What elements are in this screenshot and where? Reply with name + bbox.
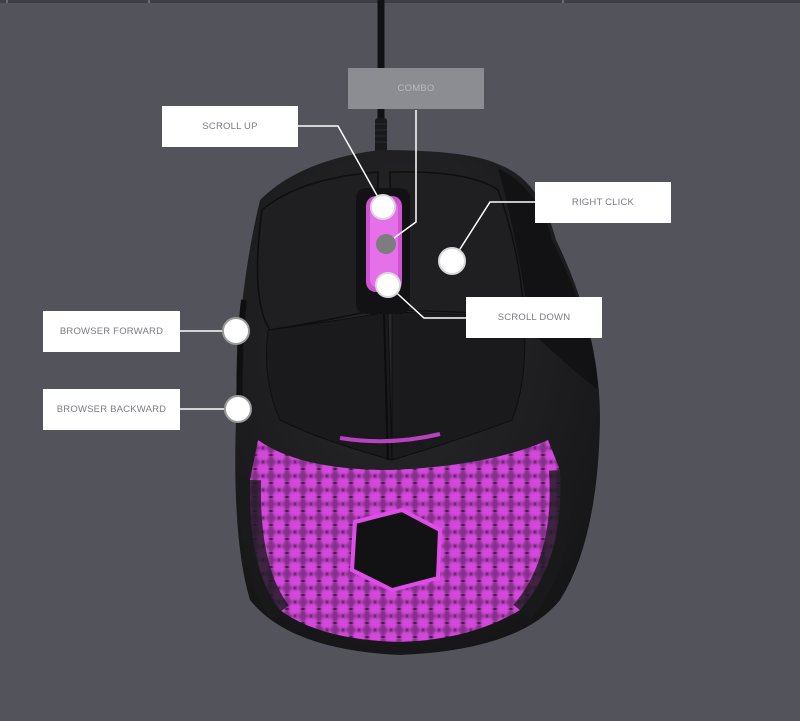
label-combo[interactable]: COMBO — [348, 68, 484, 109]
callout-dots — [222, 194, 466, 423]
dot-browser-forward — [222, 317, 250, 345]
label-right-click[interactable]: RIGHT CLICK — [535, 182, 671, 223]
lower-grip — [266, 311, 393, 461]
leader-scroll-up — [298, 125, 384, 207]
dpi-button — [376, 234, 396, 254]
logo-hexagon — [349, 507, 443, 593]
label-browser-forward[interactable]: BROWSER FORWARD — [43, 311, 180, 352]
dot-scroll-down — [375, 272, 401, 298]
right-button-panel — [389, 171, 525, 316]
top-divider — [0, 0, 800, 3]
leader-scroll-down — [387, 284, 466, 319]
label-scroll-up[interactable]: SCROLL UP — [162, 106, 298, 147]
left-button — [256, 171, 379, 331]
cable-strain-relief — [375, 118, 387, 158]
leader-combo — [393, 110, 417, 239]
dot-right-click — [438, 247, 466, 275]
dot-browser-backward — [224, 395, 252, 423]
leader-right-click — [452, 201, 536, 261]
label-scroll-down[interactable]: SCROLL DOWN — [466, 297, 602, 338]
dot-scroll-up — [370, 194, 396, 220]
label-browser-backward[interactable]: BROWSER BACKWARD — [43, 389, 180, 430]
